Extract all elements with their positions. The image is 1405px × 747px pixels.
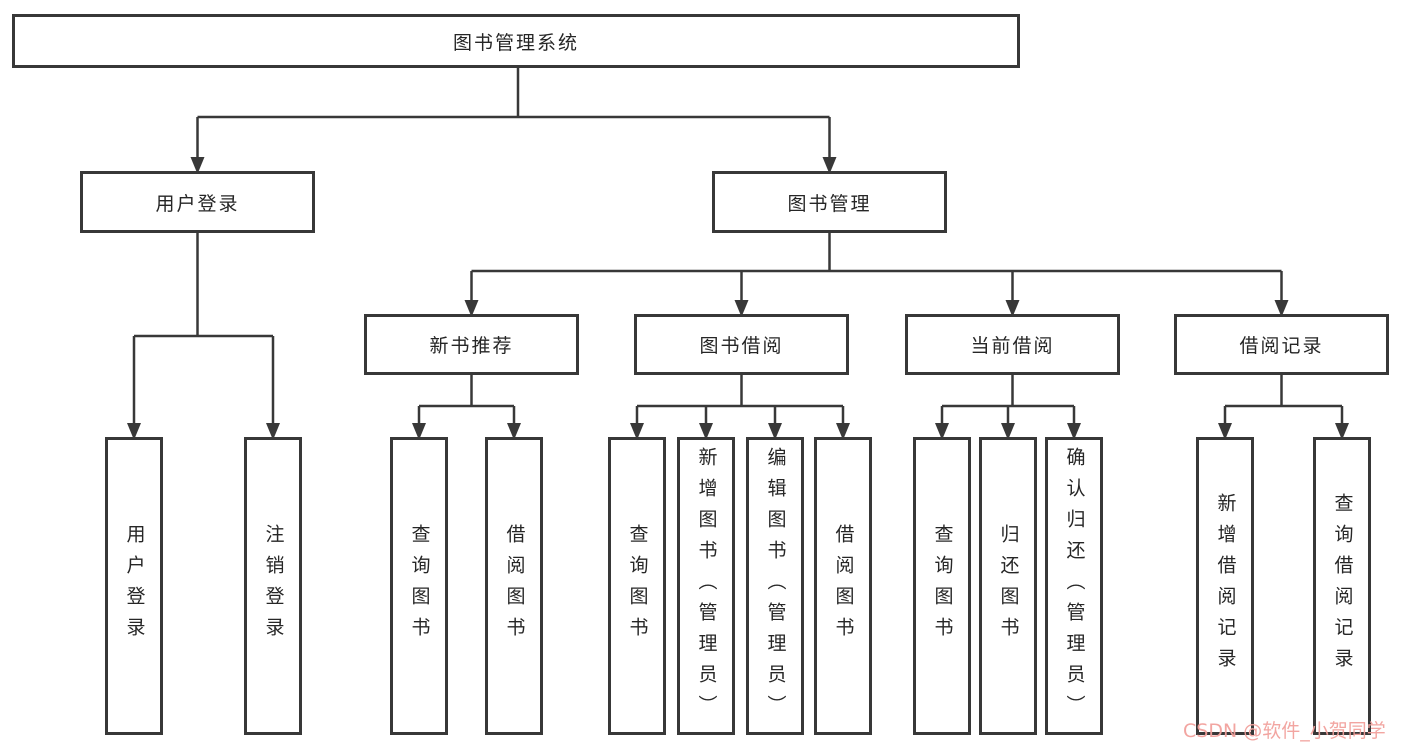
- node-label: 注销登录: [262, 524, 285, 648]
- node-label: 查询图书: [408, 524, 431, 648]
- node-borrow-records: 借阅记录: [1174, 314, 1389, 375]
- leaf-logout: 注销登录: [244, 437, 302, 735]
- node-label: 新增图书（管理员）: [695, 446, 718, 726]
- node-new-book-recommend: 新书推荐: [364, 314, 579, 375]
- csdn-watermark: CSDN @软件_小贺同学: [1183, 720, 1386, 742]
- node-label: 用户登录: [155, 192, 240, 215]
- node-label: 查询借阅记录: [1331, 493, 1354, 679]
- node-label: 编辑图书（管理员）: [764, 446, 787, 726]
- leaf-user-login: 用户登录: [105, 437, 163, 735]
- node-label: 查询图书: [931, 524, 954, 648]
- leaf-add-borrow-record: 新增借阅记录: [1196, 437, 1254, 735]
- node-label: 图书管理系统: [452, 31, 579, 54]
- node-library-system: 图书管理系统: [12, 14, 1020, 68]
- node-label: 新书推荐: [429, 335, 514, 357]
- leaf-query-books-borrow: 查询图书: [608, 437, 666, 735]
- leaf-add-book-admin: 新增图书（管理员）: [677, 437, 735, 735]
- leaf-query-books-current: 查询图书: [913, 437, 971, 735]
- node-label: 当前借阅: [970, 335, 1055, 357]
- node-book-management: 图书管理: [712, 171, 947, 233]
- node-book-borrow: 图书借阅: [634, 314, 849, 375]
- leaf-edit-book-admin: 编辑图书（管理员）: [746, 437, 804, 735]
- leaf-query-borrow-record: 查询借阅记录: [1313, 437, 1371, 735]
- node-label: 用户登录: [123, 524, 146, 648]
- node-label: 确认归还（管理员）: [1063, 446, 1086, 726]
- node-current-borrow: 当前借阅: [905, 314, 1120, 375]
- leaf-return-book: 归还图书: [979, 437, 1037, 735]
- leaf-confirm-return-admin: 确认归还（管理员）: [1045, 437, 1103, 735]
- node-label: 归还图书: [997, 524, 1020, 648]
- leaf-query-books-recommend: 查询图书: [390, 437, 448, 735]
- node-label: 查询图书: [626, 524, 649, 648]
- node-label: 图书借阅: [699, 335, 784, 357]
- node-label: 借阅图书: [832, 524, 855, 648]
- node-label: 借阅图书: [503, 524, 526, 648]
- leaf-borrow-books-recommend: 借阅图书: [485, 437, 543, 735]
- node-user-login: 用户登录: [80, 171, 315, 233]
- leaf-borrow-books: 借阅图书: [814, 437, 872, 735]
- node-label: 借阅记录: [1239, 335, 1324, 357]
- node-label: 图书管理: [787, 192, 872, 215]
- node-label: 新增借阅记录: [1214, 493, 1237, 679]
